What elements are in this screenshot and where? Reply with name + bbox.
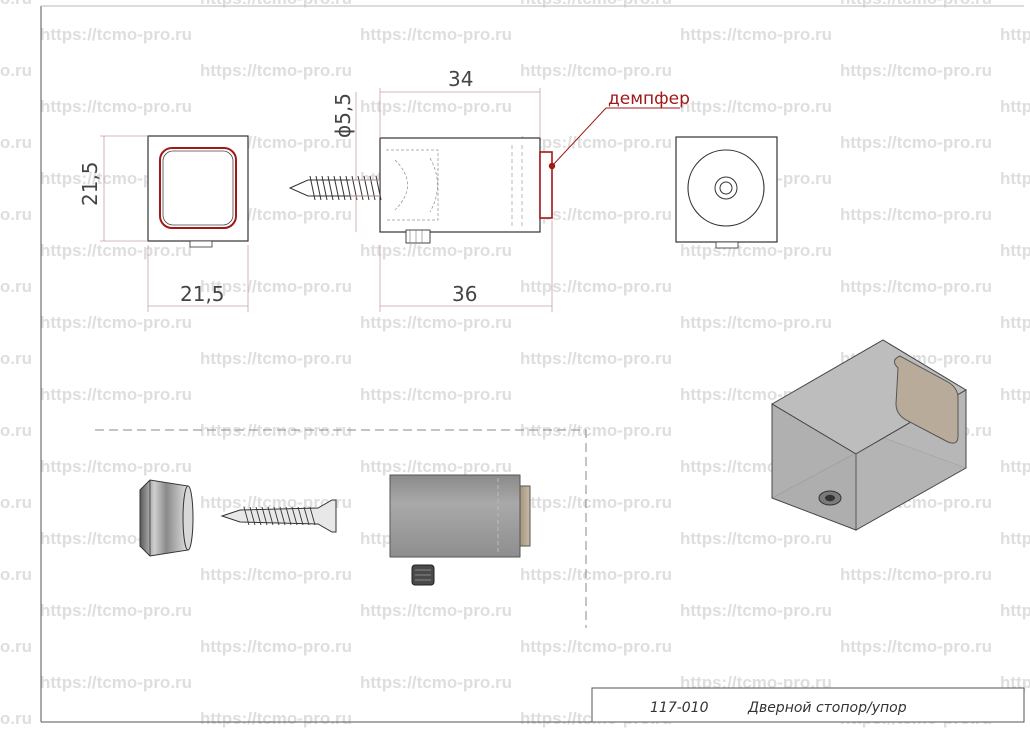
watermark-text: https://tcmo-pro.ru — [680, 601, 832, 620]
title-name: Дверной стопор/упор — [747, 700, 907, 716]
watermark-text: https://tcmo-pro.ru — [40, 241, 192, 260]
watermark-text: https://tcmo-pro.ru — [520, 205, 672, 224]
watermark-text: https://tcmo-pro.ru — [360, 97, 512, 116]
watermark-text: https://tcmo-pro.ru — [0, 493, 32, 512]
dimension-diameter: ϕ5,5 — [331, 93, 355, 138]
watermark-text: https://tcmo-pro.ru — [840, 0, 992, 8]
set-screw-part — [411, 564, 435, 586]
watermark-text: https://tcmo-pro.ru — [200, 349, 352, 368]
watermark-text: https://tcmo-pro.ru — [840, 61, 992, 80]
watermark-text: https://tcmo-pro.ru — [40, 457, 192, 476]
dimension-height-front: 21,5 — [78, 161, 102, 206]
watermark-text: https://tcmo-pro.ru — [200, 637, 352, 656]
bushing-part — [139, 479, 194, 557]
watermark-text: https://tcmo-pro.ru — [200, 493, 352, 512]
watermark-text: https://tcmo-pro.ru — [520, 637, 672, 656]
watermark-text: https://tcmo-pro.ru — [1000, 457, 1030, 476]
watermark-text: https://tcmo-pro.ru — [520, 133, 672, 152]
watermark-text: https://tcmo-pro.ru — [1000, 385, 1030, 404]
watermark-text: https://tcmo-pro.ru — [40, 313, 192, 332]
watermark-text: https://tcmo-pro.ru — [1000, 169, 1030, 188]
watermark-text: https://tcmo-pro.ru — [520, 277, 672, 296]
watermark-text: https://tcmo-pro.ru — [360, 457, 512, 476]
watermark-text: https://tcmo-pro.ru — [520, 61, 672, 80]
watermark-text: https://tcmo-pro.ru — [1000, 241, 1030, 260]
watermark-text: https://tcmo-pro.ru — [840, 565, 992, 584]
watermark-text: https://tcmo-pro.ru — [680, 529, 832, 548]
watermark-text: https://tcmo-pro.ru — [1000, 673, 1030, 692]
watermark-text: https://tcmo-pro.ru — [840, 637, 992, 656]
dimension-length-top: 34 — [448, 67, 473, 91]
watermark-text: https://tcmo-pro.ru — [520, 349, 672, 368]
watermark-text: https://tcmo-pro.ru — [0, 349, 32, 368]
watermark-text: https://tcmo-pro.ru — [360, 601, 512, 620]
damper-callout-label: демпфер — [608, 89, 690, 109]
watermark-text: https://tcmo-pro.ru — [0, 709, 32, 728]
front-view: 21,5 21,5 — [78, 135, 249, 312]
watermark-text: https://tcmo-pro.ru — [200, 61, 352, 80]
watermark-text: https://tcmo-pro.ru — [680, 97, 832, 116]
watermark-text: https://tcmo-pro.ru — [1000, 313, 1030, 332]
watermark-text: https://tcmo-pro.ru — [0, 61, 32, 80]
watermark-text: https://tcmo-pro.ru — [40, 601, 192, 620]
watermark-text: https://tcmo-pro.ru — [520, 0, 672, 8]
watermark-text: https://tcmo-pro.ru — [1000, 601, 1030, 620]
watermark-text: https://tcmo-pro.ru — [40, 673, 192, 692]
watermark-text: https://tcmo-pro.ru — [360, 25, 512, 44]
watermark-text: https://tcmo-pro.ru — [1000, 529, 1030, 548]
watermark-text: https://tcmo-pro.ru — [200, 709, 352, 728]
watermark-text: https://tcmo-pro.ru — [200, 565, 352, 584]
dimension-length-bottom: 36 — [452, 282, 477, 306]
watermark-text: https://tcmo-pro.ru — [1000, 25, 1030, 44]
watermark-text: https://tcmo-pro.ru — [200, 277, 352, 296]
exploded-screw — [220, 499, 337, 533]
watermark-text: https://tcmo-pro.ru — [0, 0, 32, 8]
watermark-text: https://tcmo-pro.ru — [520, 421, 672, 440]
watermark-text: https://tcmo-pro.ru — [40, 385, 192, 404]
end-view — [675, 136, 778, 249]
watermark-text: https://tcmo-pro.ru — [520, 493, 672, 512]
watermark-text: https://tcmo-pro.ru — [360, 385, 512, 404]
exploded-view — [95, 429, 587, 628]
watermark-text: https://tcmo-pro.ru — [680, 241, 832, 260]
body-part — [389, 474, 531, 558]
watermark-text: https://tcmo-pro.ru — [680, 673, 832, 692]
watermark-text: https://tcmo-pro.ru — [0, 565, 32, 584]
watermark-text: https://tcmo-pro.ru — [0, 133, 32, 152]
watermark-text: https://tcmo-pro.ru — [40, 97, 192, 116]
watermark-text: https://tcmo-pro.ru — [0, 277, 32, 296]
watermark-text: https://tcmo-pro.ru — [840, 133, 992, 152]
watermark-text: https://tcmo-pro.ru — [200, 421, 352, 440]
isometric-view — [771, 339, 967, 531]
watermark-text: https://tcmo-pro.ru — [680, 25, 832, 44]
watermark-text: https://tcmo-pro.ru — [840, 205, 992, 224]
title-block: 117-010 Дверной стопор/упор — [591, 687, 1025, 723]
watermark-text: https://tcmo-pro.ru — [840, 277, 992, 296]
side-view: ϕ5,5 34 36 демпфер — [288, 67, 690, 312]
watermark-text: https://tcmo-pro.ru — [1000, 97, 1030, 116]
dimension-width-front: 21,5 — [180, 282, 225, 306]
watermark-text: https://tcmo-pro.ru — [200, 0, 352, 8]
watermark-text: https://tcmo-pro.ru — [0, 205, 32, 224]
watermark-text: https://tcmo-pro.ru — [360, 241, 512, 260]
watermark-text: https://tcmo-pro.ru — [0, 421, 32, 440]
watermark-text: https://tcmo-pro.ru — [0, 637, 32, 656]
title-code: 117-010 — [650, 700, 709, 716]
watermark-text: https://tcmo-pro.ru — [520, 565, 672, 584]
watermark-text: https://tcmo-pro.ru — [680, 313, 832, 332]
watermark-text: https://tcmo-pro.ru — [360, 673, 512, 692]
watermark-text: https://tcmo-pro.ru — [360, 313, 512, 332]
watermark-text: https://tcmo-pro.ru — [40, 25, 192, 44]
